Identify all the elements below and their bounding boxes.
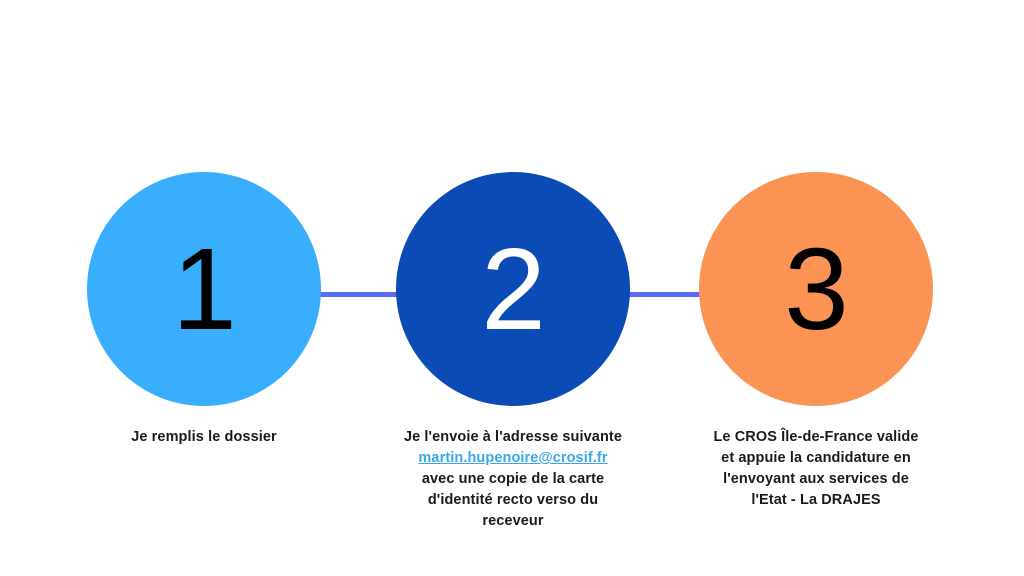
connector-line-step1-step2 xyxy=(318,292,400,297)
step-1: 1 Je remplis le dossier xyxy=(67,172,341,448)
step-1-circle: 1 xyxy=(87,172,321,406)
step-1-number: 1 xyxy=(172,224,237,354)
step-2-caption: Je l'envoie à l'adresse suivante martin.… xyxy=(376,427,650,532)
step-2-caption-line-4: receveur xyxy=(482,513,544,530)
step-1-caption: Je remplis le dossier xyxy=(67,427,341,448)
step-1-caption-line-1: Je remplis le dossier xyxy=(131,429,277,445)
step-3-circle: 3 xyxy=(699,172,933,406)
step-2-caption-line-3: d'identité recto verso du xyxy=(427,492,599,509)
step-2-circle: 2 xyxy=(396,172,630,406)
email-link[interactable]: martin.hupenoire@crosif.fr xyxy=(418,450,608,467)
step-3-caption-line-3: l'envoyant aux services de xyxy=(723,471,909,488)
step-3-caption-line-2: et appuie la candidature en xyxy=(721,450,911,467)
step-2-caption-line-2: avec une copie de la carte xyxy=(421,471,605,488)
step-2-number: 2 xyxy=(481,224,546,354)
step-2: 2 Je l'envoie à l'adresse suivante marti… xyxy=(376,172,650,532)
step-2-caption-line-1: Je l'envoie à l'adresse suivante xyxy=(403,429,623,445)
step-3: 3 Le CROS Île-de-France valide et appuie… xyxy=(679,172,953,511)
step-3-caption-line-1: Le CROS Île-de-France valide xyxy=(713,429,919,445)
step-3-number: 3 xyxy=(784,224,849,354)
step-3-caption-line-4: l'Etat - La DRAJES xyxy=(751,492,881,509)
connector-line-step2-step3 xyxy=(627,292,709,297)
step-3-caption: Le CROS Île-de-France valide et appuie l… xyxy=(679,427,953,511)
